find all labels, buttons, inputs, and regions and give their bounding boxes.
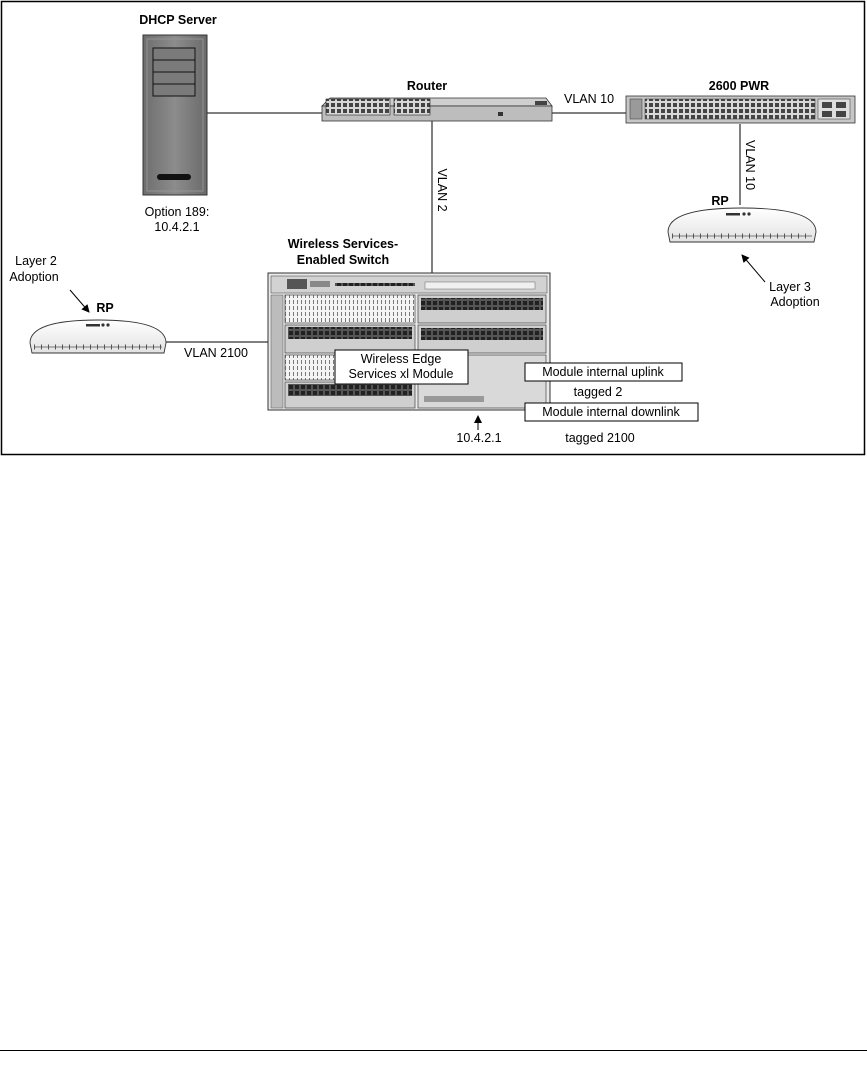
- vlan-right-label: VLAN 10: [743, 140, 757, 190]
- option-label-line1: Option 189:: [145, 205, 210, 219]
- vlan-top-label: VLAN 10: [564, 92, 614, 106]
- router-label: Router: [407, 79, 447, 93]
- vlan-left-label: VLAN 2100: [184, 346, 248, 360]
- layer2-label-line1: Layer 2: [15, 254, 57, 268]
- layer2-arrow: [69, 289, 90, 313]
- option-label-line2: 10.4.2.1: [154, 220, 199, 234]
- downlink-label: Module internal downlink: [542, 405, 680, 419]
- rp-right-icon: [667, 207, 817, 243]
- module-ip-label: 10.4.2.1: [456, 431, 501, 445]
- downlink-label-box: [524, 402, 699, 422]
- layer3-label-line1: Layer 3: [769, 280, 811, 294]
- wss-label-line1: Wireless Services-: [288, 237, 398, 251]
- module-label-line1: Wireless Edge: [361, 352, 442, 366]
- switch-2600-label: 2600 PWR: [709, 79, 769, 93]
- vlan-mid-label: VLAN 2: [435, 168, 449, 211]
- downlink-tag-label: tagged 2100: [565, 431, 635, 445]
- uplink-label-box: [524, 362, 683, 382]
- wss-chassis-icon: [267, 272, 551, 411]
- router-icon: [321, 97, 553, 122]
- layer2-label-line2: Adoption: [9, 270, 58, 284]
- uplink-label: Module internal uplink: [542, 365, 664, 379]
- switch-2600-icon: [625, 95, 856, 124]
- wss-label-line2: Enabled Switch: [297, 253, 389, 267]
- rp-left-icon: [29, 319, 167, 354]
- dhcp-server-icon: [142, 34, 208, 196]
- dhcp-server-label: DHCP Server: [139, 13, 217, 27]
- module-label-line2: Services xl Module: [349, 367, 454, 381]
- layer3-label-line2: Adoption: [770, 295, 819, 309]
- uplink-tag-label: tagged 2: [574, 385, 623, 399]
- rp-right-label: RP: [711, 194, 728, 208]
- rp-left-label: RP: [96, 301, 113, 315]
- module-label-box: [334, 349, 469, 385]
- layer3-arrow: [741, 254, 766, 283]
- footer-rule: [0, 1050, 867, 1051]
